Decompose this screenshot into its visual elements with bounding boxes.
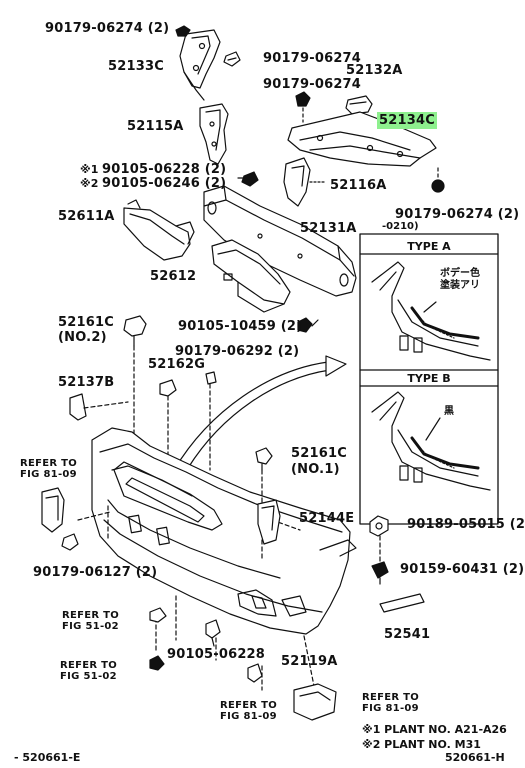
bracket-52116a-drawing (283, 157, 325, 207)
refer-fig-81-09-bottom-left-line1: REFER TO (220, 700, 278, 711)
label-90179-06292-2: 90179-06292 (2) (175, 344, 300, 359)
label-90105-06228-2: 90105-06228 (2) (102, 162, 227, 177)
screw-90159-60431-drawing (371, 561, 389, 585)
refer-fig-51-02-b-line1: REFER TO (60, 660, 118, 671)
arrow-to-type-box (173, 355, 347, 471)
footer-right-code: 520661-H (445, 751, 505, 764)
footnote-plant-1: ※1 PLANT NO. A21-A26 (362, 723, 507, 736)
nut-90189-05015-drawing (369, 515, 389, 537)
label-52144e: 52144E (299, 511, 355, 526)
retainer-52161c-no1-drawing (255, 447, 273, 471)
nut-90179-06274-right-drawing (431, 167, 445, 193)
type-b-note: 黒 (444, 406, 454, 417)
refer-fig-81-09-left[interactable]: REFER TO FIG 81-09 (20, 458, 77, 480)
type-a-note: ボデー色 塗装アリ (440, 268, 480, 292)
beam-52134c-drawing (287, 111, 437, 167)
label-52611a: 52611A (58, 209, 115, 224)
refer-fig-51-02-a[interactable]: REFER TO FIG 51-02 (62, 610, 119, 632)
type-b-title: TYPE B (407, 372, 451, 385)
footnote-plant-2: ※2 PLANT NO. M31 (362, 738, 481, 751)
label-52134c: 52134C (377, 112, 437, 129)
label-no2: (NO.2) (58, 330, 107, 345)
label-90105-06228: 90105-06228 (167, 647, 266, 662)
refer-fig-51-02-b[interactable]: REFER TO FIG 51-02 (60, 660, 117, 682)
bolt-90105-06228-drawing (237, 171, 259, 187)
clip-90179-06274-b-drawing (295, 91, 311, 123)
label-90105-06246-2: 90105-06246 (2) (102, 176, 227, 191)
refer-fig-81-09-bottom-left[interactable]: REFER TO FIG 81-09 (220, 700, 277, 722)
label-52137b: 52137B (58, 375, 115, 390)
label-52133c: 52133C (108, 59, 164, 74)
label-90179-06274-a: 90179-06274 (263, 51, 362, 66)
fastener-81-09-bottom-drawing (247, 663, 263, 683)
type-b-illustration (371, 391, 491, 491)
type-box-date: -0210) (382, 221, 419, 232)
refer-fig-81-09-bottom-right-line2: FIG 81-09 (362, 703, 419, 714)
label-52612: 52612 (150, 269, 197, 284)
label-52161c-mid: 52161C (291, 446, 347, 461)
retainer-52144e-drawing (257, 499, 281, 545)
label-52116a: 52116A (330, 178, 387, 193)
type-a-title: TYPE A (407, 240, 451, 253)
moulding-52541-drawing (379, 593, 425, 613)
bracket-52132a-drawing (345, 95, 373, 115)
clip-90179-06127-drawing (61, 533, 79, 551)
label-90179-06274-2-top: 90179-06274 (2) (45, 21, 170, 36)
label-52119a: 52119A (281, 654, 338, 669)
label-90179-06274-2-right: 90179-06274 (2) (395, 207, 520, 222)
label-52162g: 52162G (148, 357, 206, 372)
fastener-51-02-a-drawing (149, 607, 167, 623)
absorber-52611a-drawing (123, 199, 195, 261)
cover-81-09-right-drawing (293, 683, 337, 721)
label-90179-06127-2: 90179-06127 (2) (33, 565, 158, 580)
fastener-90105-06228-drawing (205, 619, 221, 647)
bracket-52115a-drawing (199, 103, 229, 165)
label-52115a: 52115A (127, 119, 184, 134)
label-52134c-text: 52134C (377, 112, 437, 129)
retainer-52137b-drawing (69, 393, 129, 421)
type-a-note-line2: 塗装アリ (440, 280, 480, 291)
type-a-illustration (371, 261, 491, 361)
label-90105-10459-2: 90105-10459 (2) (178, 319, 303, 334)
fastener-51-02-b-drawing (149, 655, 165, 671)
mark-1: ※1 (80, 163, 99, 176)
label-52541: 52541 (384, 627, 431, 642)
refer-fig-81-09-left-line1: REFER TO (20, 458, 78, 469)
mark-2: ※2 (80, 177, 99, 190)
label-90179-06274-b: 90179-06274 (263, 77, 362, 92)
label-52161c-top: 52161C (58, 315, 114, 330)
type-a-note-line1: ボデー色 (440, 268, 480, 279)
refer-fig-81-09-bottom-right-line1: REFER TO (362, 692, 420, 703)
label-90159-60431-2: 90159-60431 (2) (400, 562, 525, 577)
side-part-left-drawing (41, 487, 65, 533)
label-90189-05015-2: 90189-05015 (2) (407, 517, 525, 532)
refer-fig-81-09-left-line2: FIG 81-09 (20, 469, 77, 480)
retainer-52162g-drawing (159, 371, 217, 471)
nut-90179-06274-a-drawing (223, 51, 241, 67)
retainer-52133c-drawing (179, 29, 221, 101)
refer-fig-81-09-bottom-right[interactable]: REFER TO FIG 81-09 (362, 692, 419, 714)
refer-fig-81-09-bottom-left-line2: FIG 81-09 (220, 711, 277, 722)
refer-fig-51-02-b-line2: FIG 51-02 (60, 671, 117, 682)
label-52132a: 52132A (346, 63, 403, 78)
label-no1: (NO.1) (291, 462, 340, 477)
label-52131a: 52131A (300, 221, 357, 236)
bolt-90105-10459-drawing (297, 317, 319, 333)
clip-top-drawing (175, 25, 191, 37)
absorber-52612-drawing (211, 239, 291, 313)
bumper-cover-52119a-drawing (91, 427, 357, 635)
refer-fig-51-02-a-line1: REFER TO (62, 610, 120, 621)
refer-fig-51-02-a-line2: FIG 51-02 (62, 621, 119, 632)
footer-left-code: - 520661-E (14, 751, 81, 764)
